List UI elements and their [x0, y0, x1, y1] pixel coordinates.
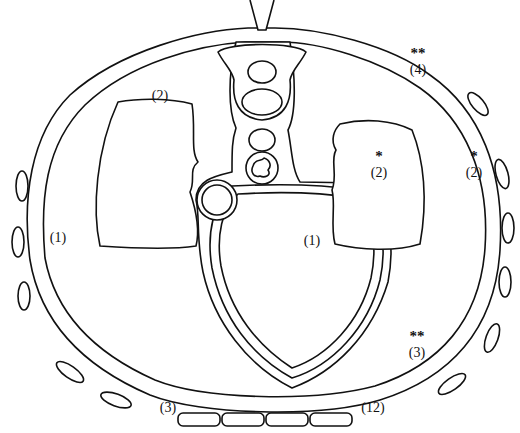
- rib: [435, 370, 468, 398]
- thoracic-wall: [43, 42, 485, 397]
- rib: [464, 89, 491, 118]
- sternum: [178, 413, 220, 426]
- rib: [12, 227, 24, 257]
- spinal-canal: [248, 61, 276, 83]
- callout-number: (2): [466, 166, 482, 180]
- rib: [99, 389, 133, 411]
- spinous-process: [250, 0, 274, 30]
- body-outline: [27, 28, 500, 412]
- vertebra: [218, 45, 306, 121]
- rib: [53, 358, 86, 386]
- rib: [481, 322, 503, 354]
- vessel: [197, 180, 237, 220]
- asterisk-mark: **: [411, 46, 426, 61]
- rib: [16, 171, 28, 201]
- asterisk-mark: **: [410, 329, 425, 344]
- right-lung: [332, 121, 424, 250]
- rib: [502, 213, 514, 243]
- esophagus: [249, 129, 275, 151]
- vessel-inner: [202, 185, 232, 215]
- callout-number: (1): [50, 231, 66, 245]
- sternum: [310, 413, 352, 426]
- asterisk-mark: *: [375, 149, 383, 164]
- callout-number: (2): [152, 89, 168, 103]
- rib: [492, 158, 511, 190]
- sternum: [222, 413, 264, 426]
- aorta: [246, 152, 278, 184]
- sternum: [266, 413, 308, 426]
- callout-number: (1): [304, 234, 320, 248]
- aorta-lumen: [252, 158, 270, 177]
- vertebral-body: [242, 89, 282, 115]
- asterisk-mark: *: [470, 149, 478, 164]
- callout-number: (3): [160, 401, 176, 415]
- callout-number: (2): [371, 166, 387, 180]
- rib: [499, 267, 511, 297]
- left-lung: [96, 99, 198, 248]
- callout-number: (12): [361, 401, 384, 415]
- callout-number: (4): [410, 63, 426, 77]
- callout-number: (3): [409, 346, 425, 360]
- rib: [18, 282, 30, 310]
